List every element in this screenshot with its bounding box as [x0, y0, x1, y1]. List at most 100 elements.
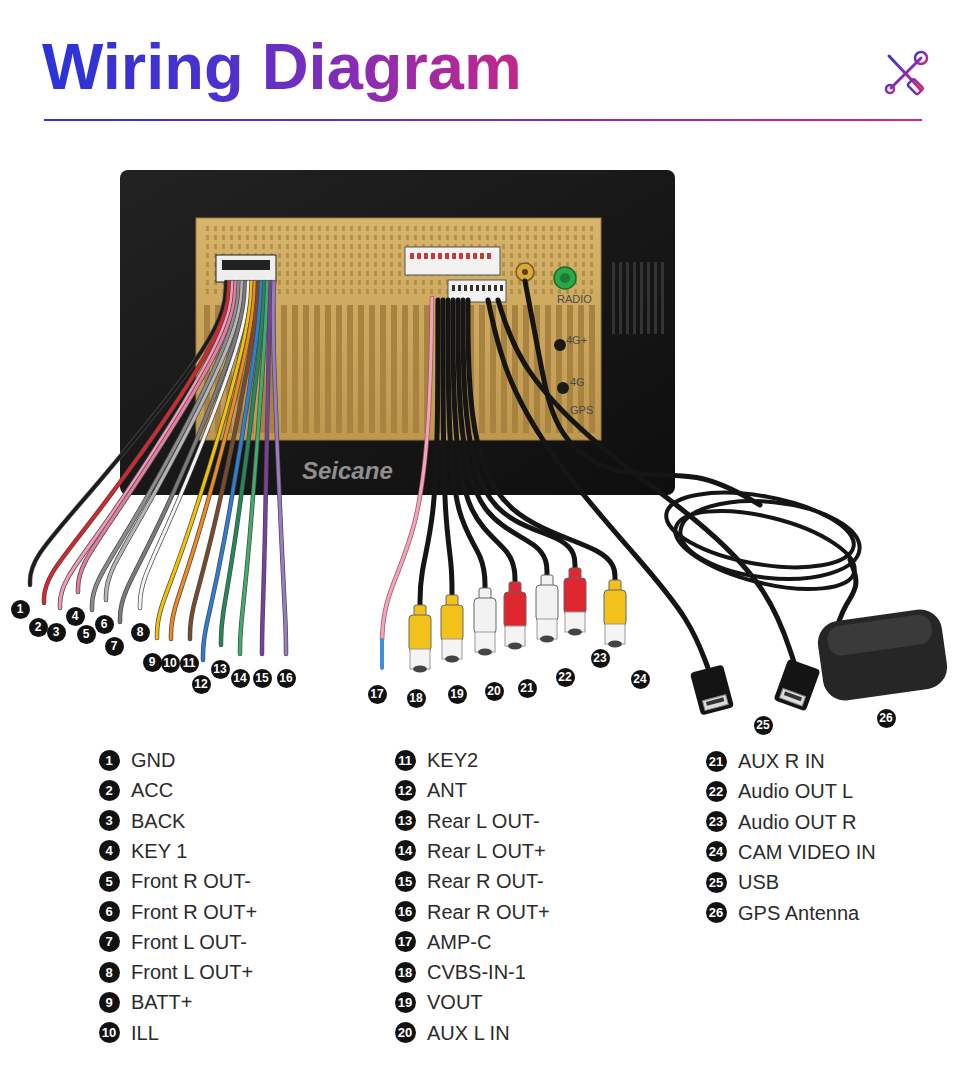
vent-hole [550, 253, 553, 258]
grill-slot [647, 262, 650, 334]
list-number: 14 [395, 840, 416, 861]
antenna-top [826, 613, 934, 657]
vent-hole [286, 262, 289, 267]
connector-pin [424, 253, 428, 259]
vent-hole [246, 235, 249, 240]
vent-hole [542, 253, 545, 258]
vent-hole [542, 226, 545, 231]
vent-hole [398, 244, 401, 249]
rca-plug [536, 575, 558, 643]
cooling-fin [402, 305, 408, 433]
callout-number: 25 [754, 716, 773, 735]
vent-hole [294, 235, 297, 240]
vent-hole [390, 271, 393, 276]
vent-hole [518, 235, 521, 240]
pin-name: GND [131, 748, 175, 772]
vent-hole [334, 253, 337, 258]
vent-hole [558, 244, 561, 249]
watermark: Seicane [302, 457, 393, 485]
wire-outline [262, 282, 271, 654]
pin-name: CAM VIDEO IN [738, 840, 876, 864]
vent-hole [326, 271, 329, 276]
pin-name: Audio OUT R [738, 810, 857, 834]
vent-hole [446, 235, 449, 240]
pin-name: Rear L OUT- [427, 809, 540, 833]
list-number: 12 [395, 780, 416, 801]
list-number: 18 [395, 962, 416, 983]
rca-body [564, 578, 586, 614]
head-unit [120, 170, 675, 495]
cooling-fin [303, 305, 309, 433]
port-label: 4G [570, 376, 585, 389]
vent-hole [254, 244, 257, 249]
vent-hole [270, 244, 273, 249]
vent-hole [238, 244, 241, 249]
vent-hole [326, 262, 329, 267]
vent-hole [526, 244, 529, 249]
vent-hole [310, 280, 313, 285]
connector-pin [488, 285, 491, 291]
vent-hole [438, 235, 441, 240]
vent-hole [310, 226, 313, 231]
vent-hole [326, 235, 329, 240]
vent-hole [494, 226, 497, 231]
vent-hole [286, 271, 289, 276]
list-number: 19 [395, 992, 416, 1013]
vent-hole [510, 226, 513, 231]
vent-hole [302, 280, 305, 285]
vent-hole [582, 271, 585, 276]
vent-hole [302, 289, 305, 294]
vent-hole [542, 280, 545, 285]
callout-number: 13 [211, 660, 230, 679]
connector-pin [464, 285, 467, 291]
connector-pin [452, 285, 455, 291]
vent-hole [566, 253, 569, 258]
callout-number: 6 [95, 615, 114, 634]
vent-hole [342, 235, 345, 240]
vent-hole [230, 226, 233, 231]
vent-hole [350, 253, 353, 258]
vent-hole [502, 244, 505, 249]
pin-name: AUX R IN [738, 749, 825, 773]
vent-hole [542, 289, 545, 294]
list-number: 13 [395, 810, 416, 831]
pin-name: Rear R OUT+ [427, 900, 550, 924]
vent-hole [318, 289, 321, 294]
list-number: 16 [395, 901, 416, 922]
vent-hole [382, 280, 385, 285]
connector-pin [476, 285, 479, 291]
vent-hole [390, 289, 393, 294]
cooling-fin [347, 305, 353, 433]
antenna-hole [554, 339, 566, 351]
wrench-head [915, 52, 927, 64]
vent-hole [342, 271, 345, 276]
vent-hole [558, 226, 561, 231]
grill-slot [633, 262, 636, 334]
usb-housing [690, 664, 734, 715]
cooling-fin [380, 305, 386, 433]
vent-hole [422, 289, 425, 294]
connector-pin [473, 253, 477, 259]
wire [273, 282, 286, 654]
vent-hole [398, 262, 401, 267]
vent-hole [406, 226, 409, 231]
vent-hole [574, 235, 577, 240]
vent-hole [326, 280, 329, 285]
callout-number: 18 [407, 689, 426, 708]
page-title: Wiring Diagram [42, 34, 522, 105]
vent-hole [350, 244, 353, 249]
pin-name: GPS Antenna [738, 901, 859, 925]
cooling-fin [358, 305, 364, 433]
vent-hole [398, 235, 401, 240]
vent-hole [566, 244, 569, 249]
cooling-fin [336, 305, 342, 433]
callout-number: 24 [631, 670, 650, 689]
vent-hole [302, 235, 305, 240]
vent-hole [590, 262, 593, 267]
vent-hole [310, 235, 313, 240]
vent-hole [510, 244, 513, 249]
callout-number: 8 [131, 623, 150, 642]
vent-hole [550, 235, 553, 240]
callout-number: 11 [180, 654, 199, 673]
cooling-fin [545, 305, 551, 433]
